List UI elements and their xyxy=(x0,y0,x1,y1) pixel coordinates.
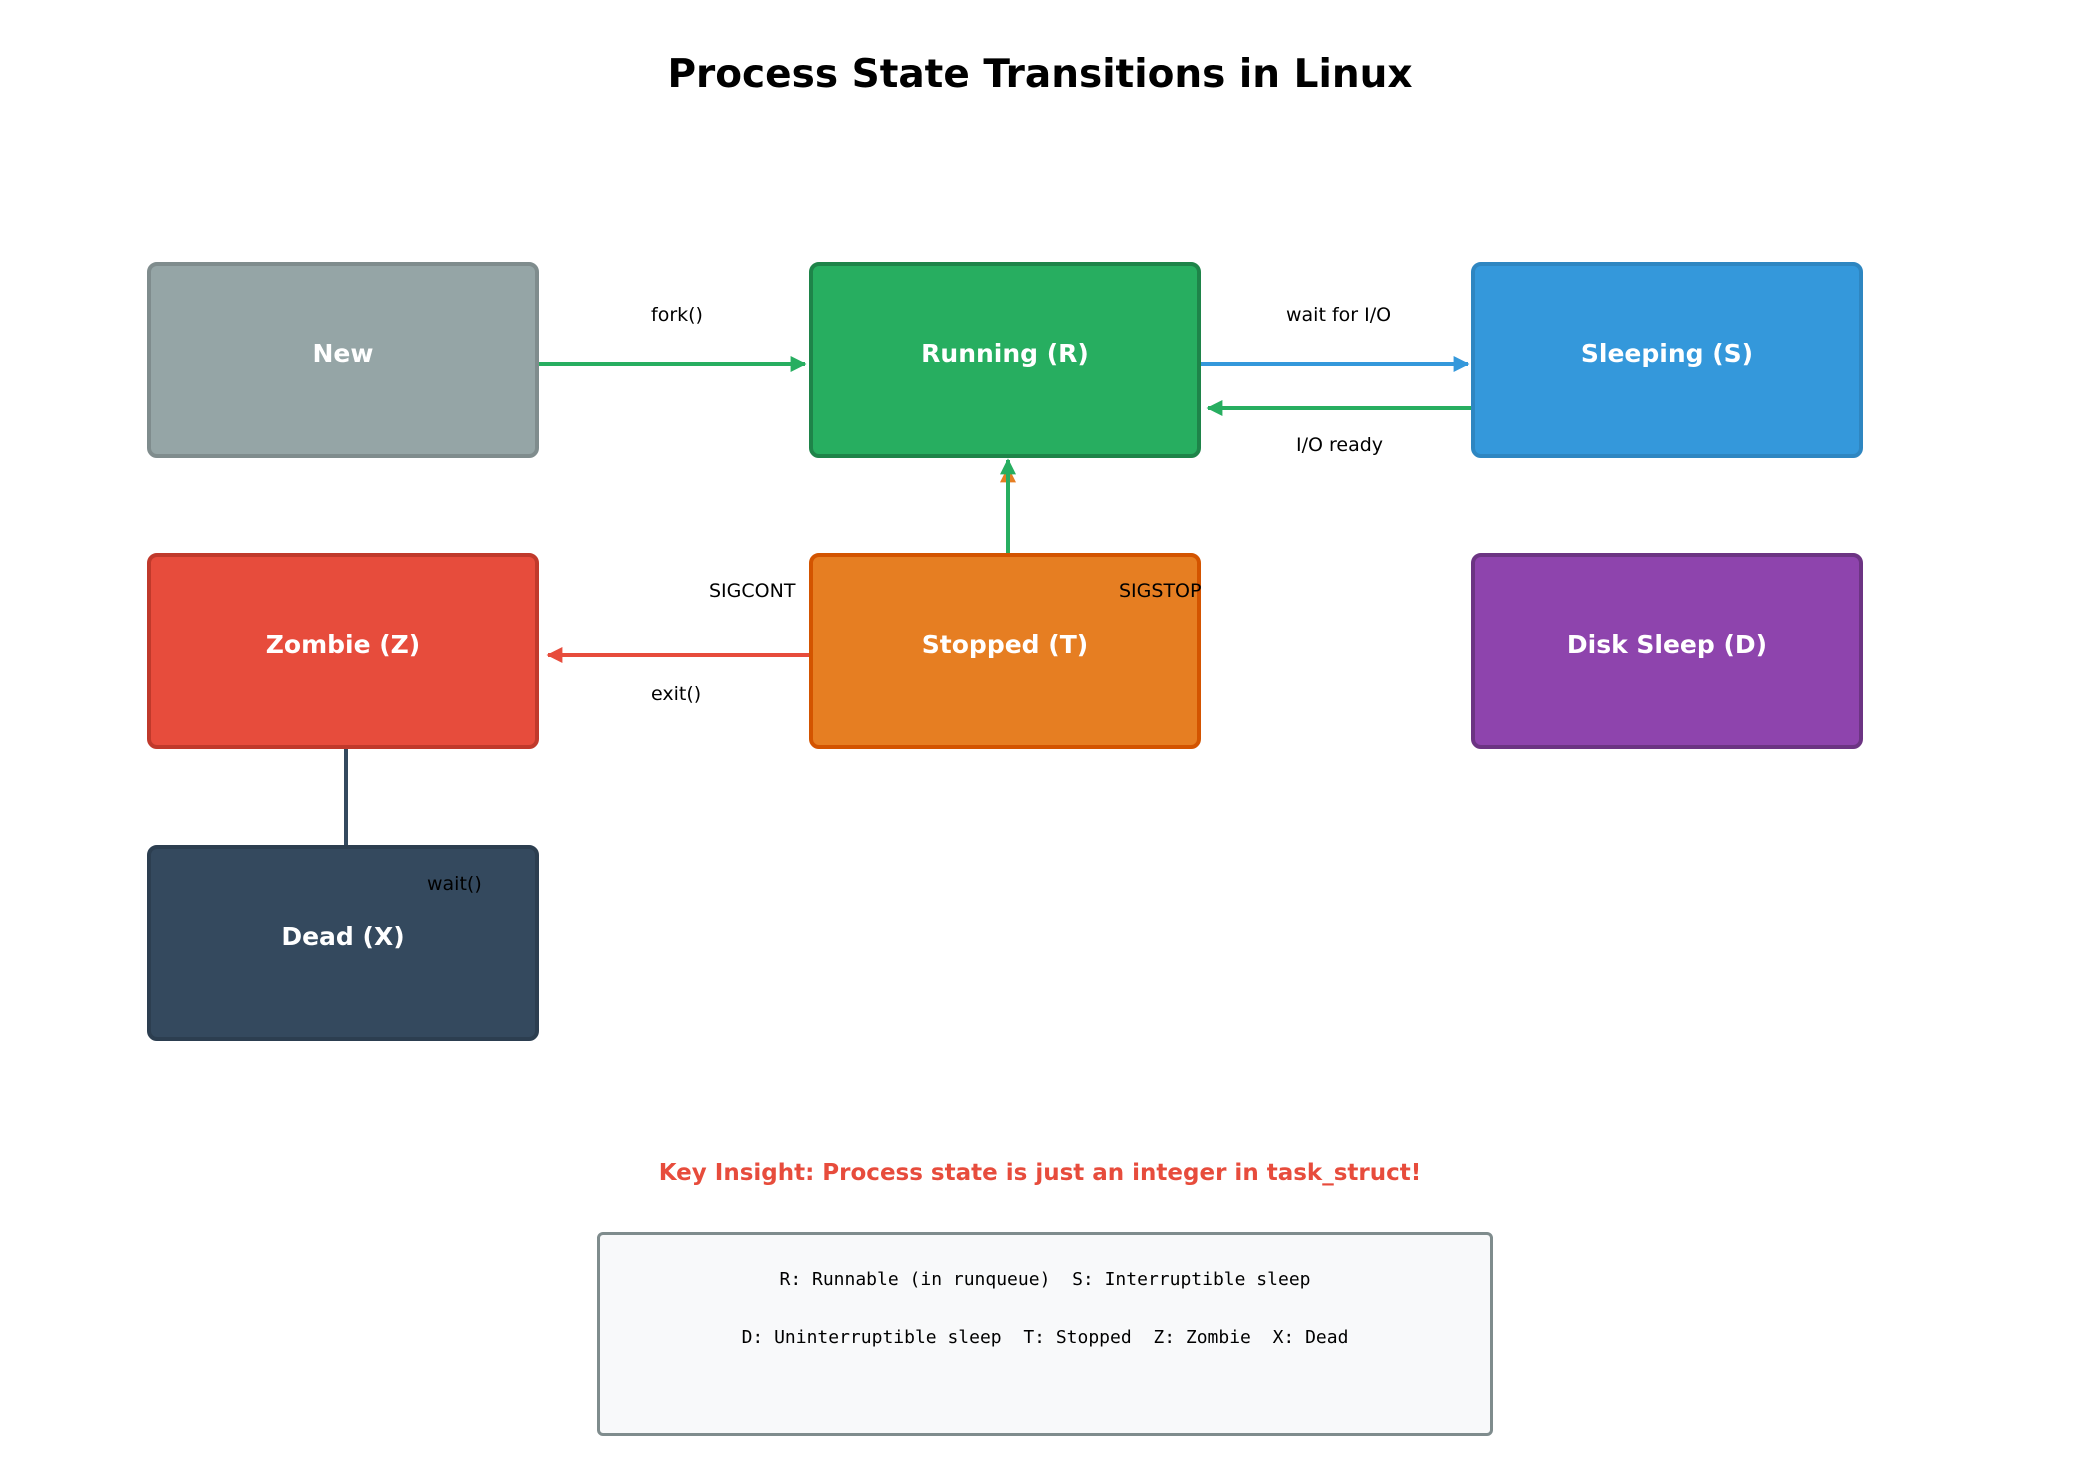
state-sleeping: Sleeping (S) xyxy=(1471,262,1863,458)
legend-line-1: R: Runnable (in runqueue) S: Interruptib… xyxy=(779,1269,1311,1290)
state-zombie: Zombie (Z) xyxy=(147,553,539,749)
diagram-title: Process State Transitions in Linux xyxy=(667,52,1413,97)
edge-label-io-ready: I/O ready xyxy=(1296,434,1384,456)
edge-label-wait-for-io: wait for I/O xyxy=(1286,304,1392,326)
edge-label-wait: wait() xyxy=(427,873,482,895)
state-new-label: New xyxy=(312,338,374,368)
key-insight: Key Insight: Process state is just an in… xyxy=(658,1160,1422,1186)
edge-label-exit: exit() xyxy=(651,683,702,705)
state-running: Running (R) xyxy=(809,262,1201,458)
edge-label-fork: fork() xyxy=(651,304,703,326)
state-disk-sleep: Disk Sleep (D) xyxy=(1471,553,1863,749)
legend-line-2: D: Uninterruptible sleep T: Stopped Z: Z… xyxy=(741,1327,1349,1348)
state-running-label: Running (R) xyxy=(921,338,1089,368)
edge-label-sigstop: SIGSTOP xyxy=(1119,580,1202,602)
state-zombie-label: Zombie (Z) xyxy=(265,629,421,659)
state-dead: Dead (X) xyxy=(147,845,539,1041)
state-disk-sleep-label: Disk Sleep (D) xyxy=(1566,629,1768,659)
state-legend-box: R: Runnable (in runqueue) S: Interruptib… xyxy=(597,1232,1493,1436)
state-new: New xyxy=(147,262,539,458)
state-dead-label: Dead (X) xyxy=(281,921,405,951)
state-sleeping-label: Sleeping (S) xyxy=(1580,338,1754,368)
edge-label-sigcont: SIGCONT xyxy=(709,580,796,602)
state-stopped-label: Stopped (T) xyxy=(921,629,1089,659)
state-stopped: Stopped (T) xyxy=(809,553,1201,749)
